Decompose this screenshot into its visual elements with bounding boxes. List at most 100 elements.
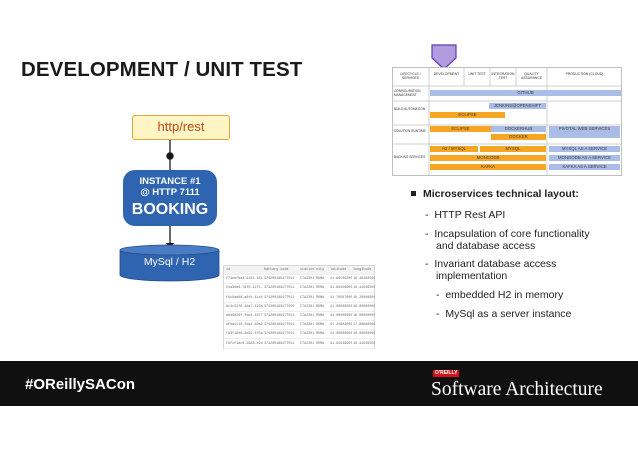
db-table-cell: f74ebfba3-2241-481a-9be2-39bd9c0016b4 [226, 277, 263, 282]
db-table-cell: 9c3c32f8-4da7-422a-b2fd-3d6eab63ae16 [226, 304, 263, 309]
db-table-row: f83f1808-3d32-4f0a-923b-7572fe3dbc183742… [224, 330, 375, 340]
db-table-cell: id [226, 268, 231, 272]
db-table-row: f8fcf1ac6-3988-49d2-8da9-ad3215f94e2e374… [224, 340, 375, 349]
db-table-cell: 41.24983000 [330, 323, 352, 328]
db-table-cell: 37420018947T011 [264, 295, 295, 300]
db-table-row: f74ebfba3-2241-481a-9be2-39bd9c0016b4374… [224, 275, 375, 285]
bar-mongodb-service: MONGODB AS A SERVICE [549, 155, 620, 161]
db-table-cell: 41.00000000 [330, 314, 352, 318]
square-bullet-icon [411, 190, 416, 196]
database-label: MySql / H2 [143, 256, 196, 268]
db-table-cell: 16.00000000 [353, 314, 375, 318]
db-table-cell: 16.44449500 [353, 286, 375, 291]
db-table-row: a6a9829f-fbe4-4677-83b0-1b1f0e4c4ea63742… [224, 312, 375, 321]
db-table-row: 54a36b6-78f0-4275-9a9e-a49a4882818c37420… [224, 284, 375, 294]
dash-item-3-cont: implementation [436, 270, 508, 282]
db-table-cell: 41.94449900 [330, 341, 352, 346]
db-table-cell: 41.89509200 [330, 277, 352, 282]
db-table-cell: stationId [300, 268, 315, 272]
dash-item-3: - Invariant database access [425, 258, 557, 270]
conference-hashtag: #OReillySACon [25, 376, 136, 393]
db-table-cell: 37420018947T011 [264, 341, 295, 346]
db-table-cell: battery code [264, 268, 289, 272]
instance-label: INSTANCE #1 [139, 176, 201, 187]
bar-kafka-service: KAFKA AS A SERVICE [549, 164, 620, 170]
dash-item-2-cont: and database access [436, 240, 536, 252]
db-table-cell: 16.44449500 [353, 341, 375, 346]
bar-github: GITHUB [430, 90, 621, 96]
instance-port-label: @ HTTP 7111 [140, 187, 200, 198]
db-table-cell: CTA2301 [300, 277, 315, 282]
interface-dot [166, 152, 174, 160]
matrix-col-unit-test: UNIT TEST [468, 72, 486, 76]
db-table-cell: ROMA [316, 286, 325, 291]
bar-jenkins: JENKINS@OPENSHIFT [489, 103, 546, 109]
db-table-cell: longitude [353, 268, 372, 272]
db-table-cell: ROMA [316, 277, 325, 282]
slide-title: DEVELOPMENT / UNIT TEST [21, 58, 303, 81]
matrix-row-runtime: SOLUTION RUNTIME [394, 129, 426, 133]
db-table-cell: ROMA [316, 304, 325, 309]
column-pointer-arrow [431, 44, 457, 70]
bar-pivotal: PIVOTAL WEB SERVICES [549, 126, 620, 138]
database-icon [119, 244, 220, 282]
db-table-cell: city [316, 268, 325, 272]
oreilly-logo: O'REILLY [433, 370, 460, 377]
db-table-cell: 37420018947T001 [264, 304, 295, 309]
db-table-cell: ROMA [316, 295, 325, 300]
db-table-row: f6c9aa08-a8fd-41d4-bf9e-21af378284b03742… [224, 294, 375, 303]
http-rest-box: http/rest [132, 115, 230, 140]
db-table-cell: ROMA [316, 341, 325, 346]
bar-eclipse-build: ECLIPSE [430, 112, 505, 118]
item-mysql: MySql as a server instance [445, 308, 572, 320]
db-table-cell: 41.88456900 [330, 286, 352, 291]
matrix-row-build: BUILD AUTOMATION [394, 107, 426, 111]
db-table-cell: 16.00000000 [353, 304, 375, 309]
matrix-row-backing: BACKING SERVICES [394, 155, 426, 159]
service-name: BOOKING [131, 201, 209, 218]
bullet-heading-text: Microservices technical layout: [423, 188, 579, 200]
db-table-cell: CTA2301 [300, 286, 315, 291]
bar-eclipse-runtime: ECLIPSE [430, 126, 491, 132]
bullet-heading: Microservices technical layout: [411, 188, 579, 200]
matrix-col-lifecycle: LIFECYCLE / SERVICES [400, 72, 421, 80]
db-table-cell: df6a1116-fda1-40a2-a4ba-632300596776 [226, 323, 263, 328]
db-table-cell: f83f1808-3d32-4f0a-923b-7572fe3dbc18 [226, 332, 263, 337]
lifecycle-services-matrix: LIFECYCLE / SERVICES DEVELOPMENT UNIT TE… [392, 67, 622, 176]
db-table-cell: 17.08888000 [353, 323, 375, 328]
sub-item-1: - embedded H2 in memory [436, 289, 564, 301]
db-table-cell: 41.00000000 [330, 332, 352, 337]
item-incapsulation: Incapsulation of core functionality [434, 228, 590, 240]
db-table-cell: ROMA [316, 323, 325, 328]
db-table-cell: 54a36b6-78f0-4275-9a9e-a49a4882818c [226, 286, 263, 291]
db-table-row: 9c3c32f8-4da7-422a-b2fd-3d6eab63ae163742… [224, 303, 375, 312]
db-table-cell: CTA2301 [300, 295, 315, 300]
db-table-cell: CTA2301 [300, 304, 315, 309]
bar-docker: DOCKER [491, 134, 546, 140]
matrix-col-qa: QUALITY ASSURANCE [520, 72, 543, 80]
bar-kafka: KAFKA [430, 164, 546, 170]
bar-dockerhub: DOCKERHUB [491, 126, 546, 132]
dash-item-1: - HTTP Rest API [425, 209, 506, 221]
matrix-col-development: DEVELOPMENT [433, 72, 460, 76]
bar-mysql: MYSQL [480, 146, 546, 152]
db-table-cell: 37420018947T011 [264, 332, 295, 337]
matrix-col-integration-test: INTEGRATION TEST [491, 72, 515, 80]
db-table-cell: a6a9829f-fbe4-4677-83b0-1b1f0e4c4ea6 [226, 314, 263, 318]
db-table-cell: 37420018947T011 [264, 277, 295, 282]
db-table-cell: 37420018947T011 [264, 286, 295, 291]
matrix-row-config: CONFIGURATION MANAGEMENT [394, 89, 421, 97]
db-table-cell: f8fcf1ac6-3988-49d2-8da9-ad3215f94e2e [226, 341, 263, 346]
db-table-cell: 16.48480500 [353, 277, 375, 282]
db-table-cell: 37420018947T011 [264, 314, 295, 318]
db-table-cell: 41.78567000 [330, 295, 352, 300]
http-rest-label: http/rest [157, 119, 205, 134]
sub-item-2: - MySql as a server instance [436, 308, 572, 320]
bar-h2-mysql: H2 / MYSQL [430, 146, 478, 152]
conference-name: Software Architecture [431, 379, 603, 400]
db-table-cell: ROMA [316, 332, 325, 337]
dash-item-2: - Incapsulation of core functionality [425, 228, 590, 240]
